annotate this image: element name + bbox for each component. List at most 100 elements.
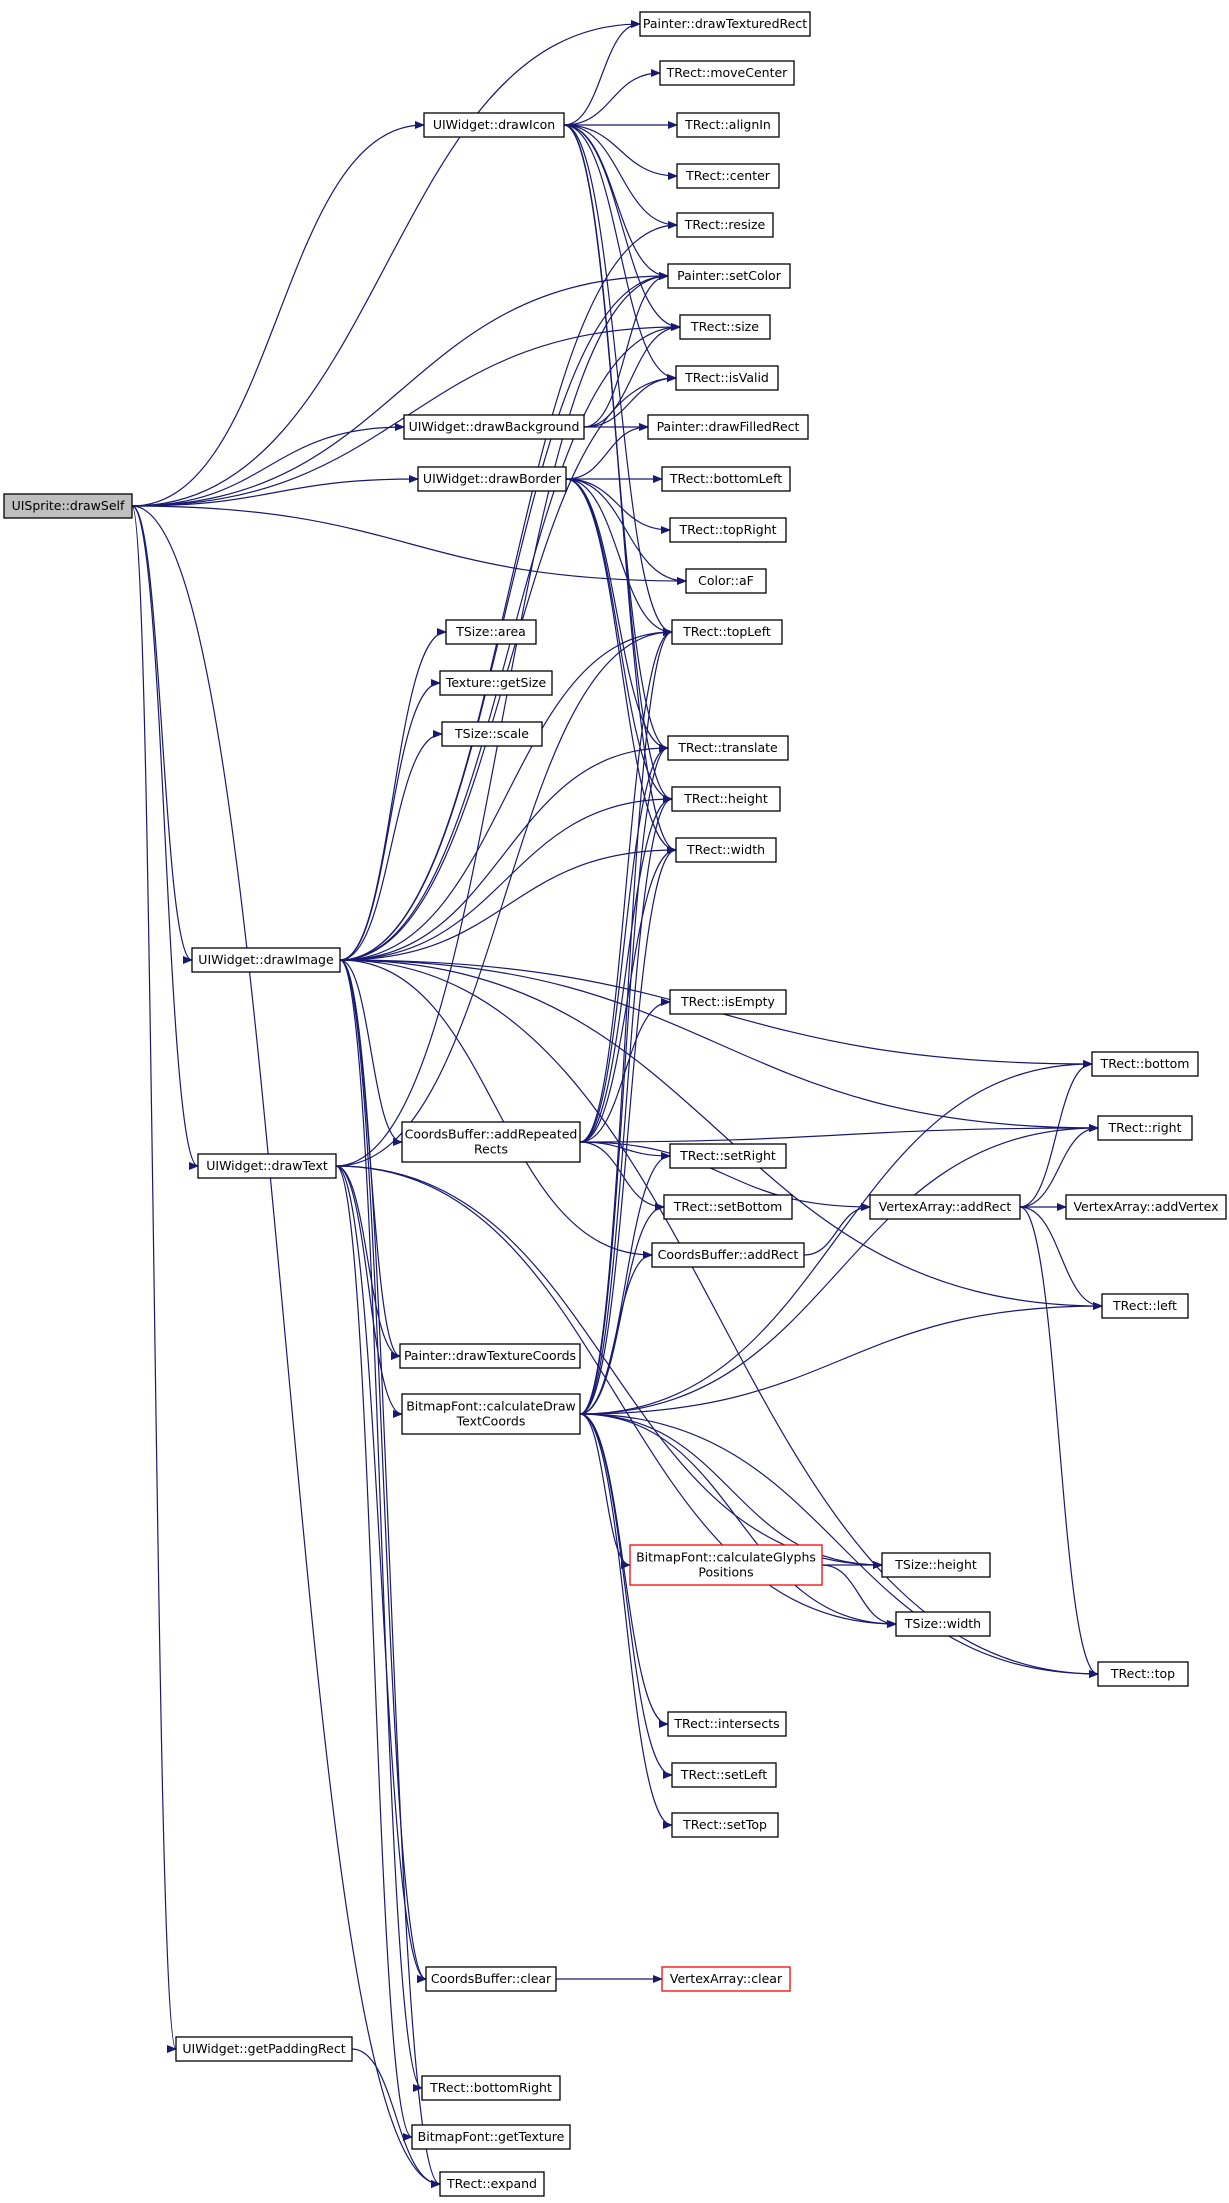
node-alignIn[interactable]: TRect::alignIn <box>676 112 780 138</box>
node-setBottom[interactable]: TRect::setBottom <box>663 1194 793 1220</box>
edge-addRepeatedRects-to-rheight <box>579 795 673 1143</box>
node-aF[interactable]: Color::aF <box>685 568 767 594</box>
node-setRight[interactable]: TRect::setRight <box>669 1143 787 1169</box>
node-sheight[interactable]: TSize::height <box>881 1552 991 1578</box>
node-label-moveCenter: TRect::moveCenter <box>666 65 788 80</box>
node-drawTexturedRect[interactable]: Painter::drawTexturedRect <box>639 11 811 37</box>
node-moveCenter[interactable]: TRect::moveCenter <box>659 60 795 86</box>
node-area[interactable]: TSize::area <box>445 619 537 645</box>
node-vaClear[interactable]: VertexArray::clear <box>661 1966 791 1992</box>
node-label-top: TRect::top <box>1110 1666 1175 1681</box>
node-translate[interactable]: TRect::translate <box>667 735 789 761</box>
node-center[interactable]: TRect::center <box>676 163 780 189</box>
node-bottom[interactable]: TRect::bottom <box>1091 1051 1199 1077</box>
edge-calcDrawTextCoords-to-sheight <box>579 1413 883 1569</box>
edge-drawIcon-to-resize <box>563 124 678 229</box>
edge-addRepeatedRects-to-setBottom <box>579 1141 665 1211</box>
node-swidth[interactable]: TSize::width <box>895 1611 991 1637</box>
node-box-drawFilledRect <box>647 414 809 440</box>
edge-calcDrawTextCoords-to-calcGlyphs <box>579 1413 631 1569</box>
edge-drawImage-to-translate <box>339 744 669 961</box>
edge-calcDrawTextCoords-to-translate <box>579 744 669 1415</box>
node-drawSelf[interactable]: UISprite::drawSelf <box>3 493 133 519</box>
node-isValid[interactable]: TRect::isValid <box>675 365 779 391</box>
node-box-drawBackground <box>403 414 585 440</box>
node-right[interactable]: TRect::right <box>1097 1115 1193 1141</box>
node-label-topRight: TRect::topRight <box>678 522 776 537</box>
node-rheight[interactable]: TRect::height <box>671 786 781 812</box>
node-setTop[interactable]: TRect::setTop <box>671 1812 779 1838</box>
node-box-drawSelf <box>3 493 133 519</box>
node-getTexture[interactable]: BitmapFont::getTexture <box>411 2124 571 2150</box>
edge-drawSelf-to-drawBackground <box>131 423 405 507</box>
node-label-getTexture: BitmapFont::getTexture <box>418 2129 565 2144</box>
node-label-area: TSize::area <box>455 624 526 639</box>
edge-drawImage-to-getSize <box>339 679 441 961</box>
node-rsize[interactable]: TRect::size <box>679 314 771 340</box>
node-label-addRepeatedRects: Rects <box>474 1142 508 1157</box>
node-left[interactable]: TRect::left <box>1101 1293 1189 1319</box>
node-expand[interactable]: TRect::expand <box>439 2171 545 2197</box>
node-drawTextureCoords[interactable]: Painter::drawTextureCoords <box>399 1343 581 1369</box>
edge-drawBorder-to-aF <box>565 478 687 585</box>
node-setLeft[interactable]: TRect::setLeft <box>671 1762 777 1788</box>
node-drawImage[interactable]: UIWidget::drawImage <box>191 947 341 973</box>
edge-calcDrawTextCoords-to-setRight <box>579 1152 671 1415</box>
node-top[interactable]: TRect::top <box>1097 1661 1189 1687</box>
node-resize[interactable]: TRect::resize <box>676 212 774 238</box>
node-box-resize <box>676 212 774 238</box>
node-topLeft[interactable]: TRect::topLeft <box>671 619 783 645</box>
node-label-center: TRect::center <box>685 168 771 183</box>
node-box-area <box>445 619 537 645</box>
node-label-drawTextureCoords: Painter::drawTextureCoords <box>404 1348 576 1363</box>
node-drawBorder[interactable]: UIWidget::drawBorder <box>417 466 567 492</box>
node-label-drawSelf: UISprite::drawSelf <box>12 498 125 513</box>
edge-drawText-to-cbClear <box>335 1165 427 1983</box>
node-topRight[interactable]: TRect::topRight <box>669 517 787 543</box>
node-setColor[interactable]: Painter::setColor <box>667 263 791 289</box>
node-scale[interactable]: TSize::scale <box>441 721 543 747</box>
node-label-drawImage: UIWidget::drawImage <box>198 952 334 967</box>
edge-calcDrawTextCoords-to-setTop <box>579 1413 673 1829</box>
node-drawFilledRect[interactable]: Painter::drawFilledRect <box>647 414 809 440</box>
node-isEmpty[interactable]: TRect::isEmpty <box>669 989 787 1015</box>
edge-calcDrawTextCoords-to-topLeft <box>579 628 673 1415</box>
node-drawText[interactable]: UIWidget::drawText <box>197 1153 337 1179</box>
node-rwidth[interactable]: TRect::width <box>675 837 777 863</box>
node-box-setRight <box>669 1143 787 1169</box>
edge-drawImage-to-area <box>339 628 447 961</box>
edge-drawSelf-to-getPaddingRect <box>131 505 177 2053</box>
node-box-getTexture <box>411 2124 571 2150</box>
node-bottomLeft[interactable]: TRect::bottomLeft <box>661 466 791 492</box>
edge-calcGlyphs-to-swidth <box>821 1564 897 1628</box>
node-drawIcon[interactable]: UIWidget::drawIcon <box>423 112 565 138</box>
node-bottomRight[interactable]: TRect::bottomRight <box>421 2075 561 2101</box>
node-box-rwidth <box>675 837 777 863</box>
edge-calcDrawTextCoords-to-setLeft <box>579 1413 673 1779</box>
node-box-setBottom <box>663 1194 793 1220</box>
edge-drawImage-to-addRectCB <box>339 959 653 1259</box>
edge-calcDrawTextCoords-to-top <box>579 1413 1099 1678</box>
edge-addRepeatedRects-to-right <box>579 1124 1099 1143</box>
node-cbClear[interactable]: CoordsBuffer::clear <box>425 1966 557 1992</box>
node-getSize[interactable]: Texture::getSize <box>439 670 553 696</box>
node-addRectCB[interactable]: CoordsBuffer::addRect <box>651 1242 805 1268</box>
node-addRectVA[interactable]: VertexArray::addRect <box>869 1194 1021 1220</box>
edge-drawIcon-to-drawTexturedRect <box>563 20 641 126</box>
node-addVertex[interactable]: VertexArray::addVertex <box>1065 1194 1227 1220</box>
edge-drawImage-to-bottomRight <box>339 959 423 2092</box>
node-intersects[interactable]: TRect::intersects <box>667 1711 787 1737</box>
edge-addRepeatedRects-to-addRectVA <box>579 1141 871 1211</box>
node-box-topLeft <box>671 619 783 645</box>
node-label-calcDrawTextCoords: BitmapFont::calculateDraw <box>406 1399 576 1414</box>
nodes-layer: UISprite::drawSelf Painter::drawTexturedR… <box>3 11 1227 2197</box>
edge-drawSelf-to-drawTexturedRect <box>131 20 641 507</box>
node-getPaddingRect[interactable]: UIWidget::getPaddingRect <box>175 2036 353 2062</box>
node-drawBackground[interactable]: UIWidget::drawBackground <box>403 414 585 440</box>
edge-drawBorder-to-translate <box>565 478 669 752</box>
edge-drawIcon-to-rsize <box>563 124 681 331</box>
node-label-getSize: Texture::getSize <box>445 675 547 690</box>
